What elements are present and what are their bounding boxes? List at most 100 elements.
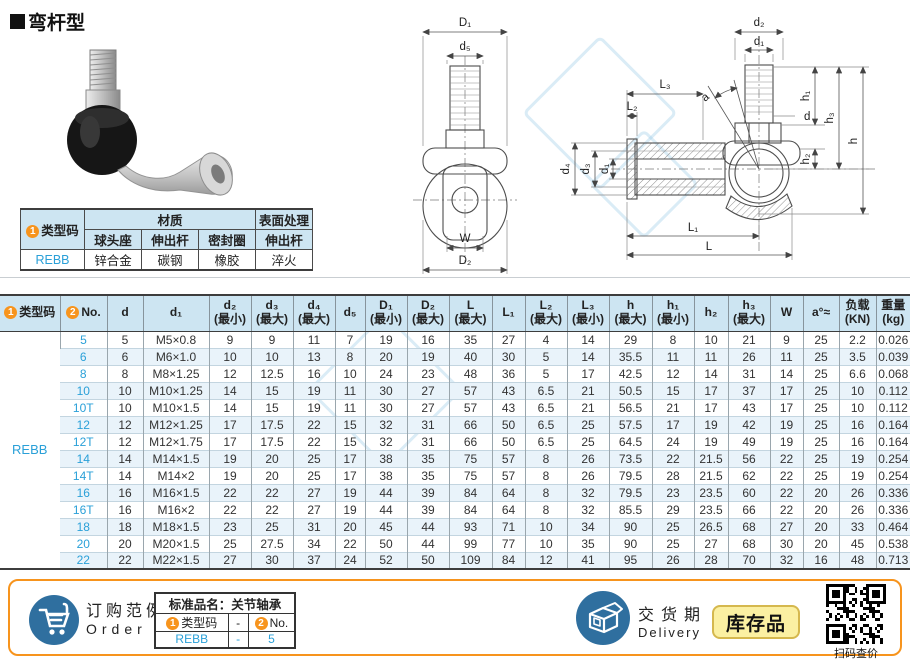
table-cell: 5 bbox=[59, 330, 107, 348]
section-divider bbox=[0, 277, 910, 278]
table-cell: M16×1.5 bbox=[142, 483, 209, 501]
table-cell: 14 bbox=[60, 449, 107, 467]
table-cell: 12 bbox=[208, 364, 251, 382]
table-cell: 17 bbox=[693, 398, 728, 416]
table-cell: M8×1.25 bbox=[142, 364, 209, 382]
table-cell: 26 bbox=[651, 551, 694, 569]
table-cell: 57 bbox=[448, 398, 492, 416]
table-cell: 27 bbox=[208, 551, 251, 569]
dim-label-alpha: a bbox=[699, 91, 712, 105]
table-cell: 19 bbox=[364, 330, 407, 348]
table-cell: 22 bbox=[208, 500, 251, 518]
col-header-h: h (最大) bbox=[608, 295, 652, 332]
table-cell: 0.336 bbox=[875, 500, 910, 518]
table-cell: 8 bbox=[524, 449, 567, 467]
side-view-drawing: a d₂ d₁ L₃ L₂ d₄ d₃ bbox=[560, 17, 875, 260]
table-cell: 0.112 bbox=[875, 381, 910, 399]
table-cell: 10 bbox=[838, 398, 876, 416]
dim-label-d1-top: d₁ bbox=[754, 36, 764, 48]
table-cell: 66 bbox=[727, 500, 770, 518]
table-cell: 0.039 bbox=[875, 347, 910, 365]
table-cell: 12 bbox=[524, 551, 567, 569]
col-header-L2: L₂ (最大) bbox=[524, 295, 567, 332]
table-cell: 0.538 bbox=[875, 534, 910, 552]
table-cell: 42 bbox=[727, 415, 770, 433]
table-cell: 39 bbox=[406, 483, 449, 501]
dim-label-d2: d₂ bbox=[754, 17, 765, 29]
table-cell: 20 bbox=[802, 534, 839, 552]
table-cell: 26 bbox=[566, 466, 609, 484]
front-view-drawing: D₁ d₅ W D₂ bbox=[413, 17, 517, 274]
qr-caption: 扫码查价 bbox=[834, 648, 878, 660]
material-sub-header: 伸出杆 bbox=[255, 229, 314, 250]
table-cell: 8 bbox=[524, 466, 567, 484]
table-cell: 37 bbox=[292, 551, 335, 569]
table-cell: 10 bbox=[106, 398, 143, 416]
col-header-d1: d₁ bbox=[142, 295, 209, 332]
table-cell: 27 bbox=[693, 534, 728, 552]
table-cell: 0.713 bbox=[875, 551, 910, 569]
table-cell: 21 bbox=[651, 398, 694, 416]
table-cell: 11 bbox=[693, 347, 728, 365]
table-cell: 28 bbox=[693, 551, 728, 569]
col-header-h2: h₂ bbox=[693, 295, 728, 332]
table-cell: 66 bbox=[448, 415, 492, 433]
table-cell: 22 bbox=[769, 449, 803, 467]
table-cell: 17 bbox=[208, 415, 251, 433]
table-cell: 66 bbox=[448, 432, 492, 450]
order-value-type-code: REBB bbox=[154, 631, 229, 648]
table-cell: 21 bbox=[566, 398, 609, 416]
table-cell: 23 bbox=[406, 364, 449, 382]
badge-2-icon: 2 bbox=[254, 616, 268, 630]
table-cell: 22 bbox=[292, 415, 335, 433]
dim-label-d4: d₄ bbox=[560, 163, 572, 174]
table-cell: 50 bbox=[491, 415, 525, 433]
table-cell: 19 bbox=[334, 483, 365, 501]
table-cell: 17 bbox=[769, 398, 803, 416]
col-header-d2: d₂ (最小) bbox=[208, 295, 251, 332]
table-cell: 8 bbox=[106, 364, 143, 382]
table-cell: 28 bbox=[651, 466, 694, 484]
table-cell: 19 bbox=[292, 398, 335, 416]
table-cell: 50.5 bbox=[608, 381, 652, 399]
table-cell: 50 bbox=[364, 534, 407, 552]
table-cell: 10T bbox=[60, 398, 107, 416]
table-cell: 13 bbox=[292, 347, 335, 365]
photo-arm bbox=[117, 152, 233, 196]
table-cell: 23.5 bbox=[693, 500, 728, 518]
table-cell: 90 bbox=[608, 517, 652, 535]
dim-label-D1: D₁ bbox=[459, 17, 471, 29]
dim-label-d1-left: d₁ bbox=[599, 164, 611, 174]
table-cell: 64 bbox=[491, 483, 525, 501]
table-cell: 64.5 bbox=[608, 432, 652, 450]
table-cell: 22 bbox=[769, 466, 803, 484]
table-cell: 22 bbox=[334, 534, 365, 552]
dim-label-L: L bbox=[706, 241, 713, 253]
table-cell: 19 bbox=[769, 432, 803, 450]
table-cell: 16T bbox=[60, 500, 107, 518]
table-cell: M18×1.5 bbox=[142, 517, 209, 535]
table-cell: 93 bbox=[448, 517, 492, 535]
table-cell: M5×0.8 bbox=[142, 330, 209, 348]
order-value-dash: - bbox=[227, 631, 249, 648]
table-cell: 2.2 bbox=[838, 330, 876, 348]
table-cell: 30 bbox=[364, 398, 407, 416]
table-cell: 6.5 bbox=[524, 398, 567, 416]
table-cell: 32 bbox=[566, 500, 609, 518]
table-cell: 48 bbox=[838, 551, 876, 569]
table-cell: 34 bbox=[292, 534, 335, 552]
table-cell: 109 bbox=[448, 551, 492, 569]
table-cell: 79.5 bbox=[608, 483, 652, 501]
badge-1-icon: 1 bbox=[166, 617, 180, 630]
table-cell: 25 bbox=[802, 398, 839, 416]
table-cell: 30 bbox=[364, 381, 407, 399]
table-cell: 14 bbox=[769, 364, 803, 382]
